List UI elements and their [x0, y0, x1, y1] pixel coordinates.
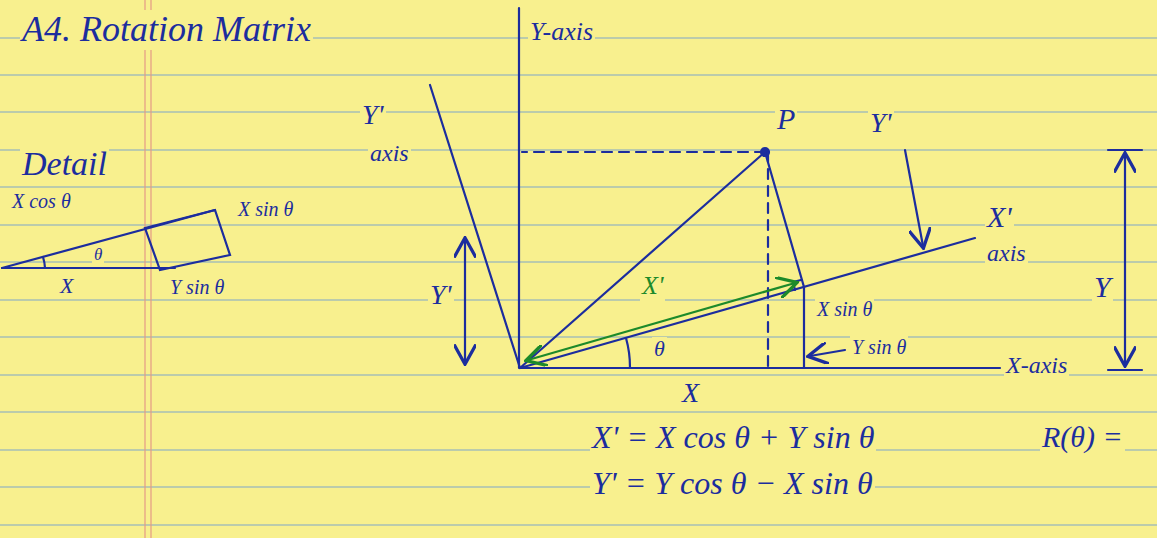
equation: X' = X cos θ + Y sin θ: [590, 420, 876, 455]
axis-label: Y-axis: [528, 18, 595, 47]
equation: Y' = Y cos θ − X sin θ: [590, 466, 875, 501]
detail-label: X: [58, 274, 75, 298]
detail-label: X sin θ: [236, 198, 295, 220]
equation: R(θ) =: [1040, 420, 1125, 453]
dimension-label: Y': [868, 108, 894, 139]
detail-label: Y sin θ: [168, 276, 226, 298]
axis-label: Y': [360, 100, 386, 131]
page-title: A4. Rotation Matrix: [20, 10, 313, 50]
dimension-label: X': [640, 272, 665, 301]
axis-label: axis: [985, 240, 1028, 266]
angle-label: θ: [652, 337, 667, 361]
axis-label: X': [985, 200, 1014, 233]
dimension-label: X: [680, 378, 701, 409]
dimension-label: Y sin θ: [850, 336, 908, 358]
angle-label: θ: [92, 246, 104, 265]
axis-label: axis: [368, 140, 411, 166]
axis-label: X-axis: [1004, 352, 1069, 378]
dimension-label: Y: [1092, 270, 1113, 303]
detail-label: X cos θ: [10, 190, 73, 212]
dimension-label: Y': [428, 280, 454, 311]
dimension-label: X sin θ: [815, 298, 874, 320]
point-label: P: [775, 102, 797, 135]
note-heading: Detail: [20, 145, 109, 182]
